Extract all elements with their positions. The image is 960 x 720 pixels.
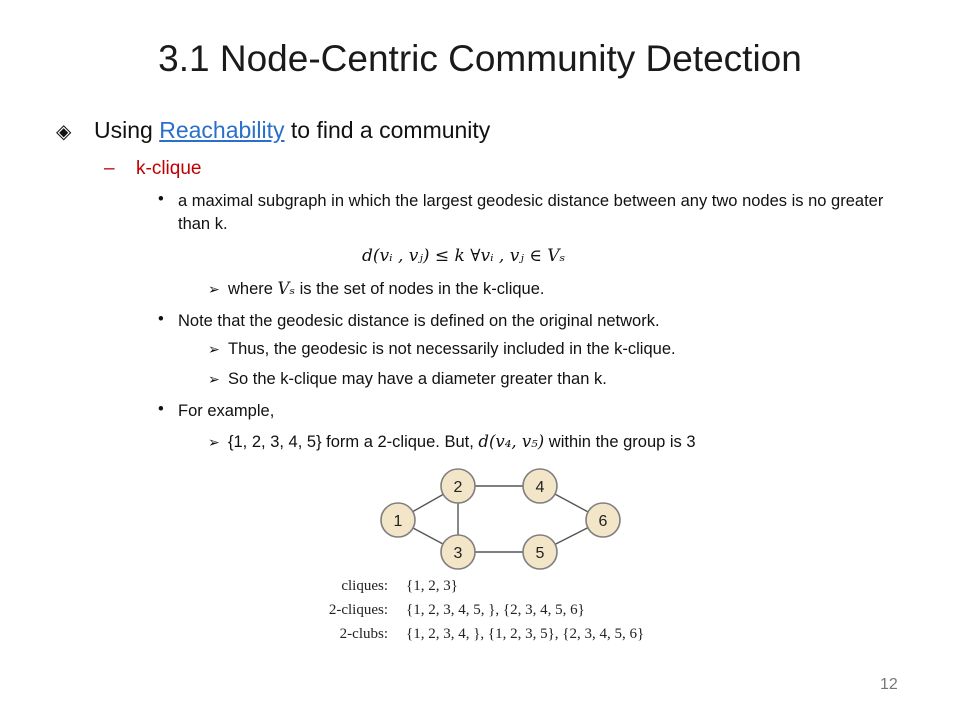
sub-text: where [228, 280, 278, 298]
graph-node-label-6: 6 [599, 513, 608, 530]
diamond-bullet-icon: ◈ [56, 121, 72, 143]
math-vs: Vₛ [277, 279, 296, 298]
graph-node-2 [440, 468, 476, 504]
bullet-dot-icon: • [158, 400, 164, 418]
row-value: {1, 2, 3, 4, }, {1, 2, 3, 5}, {2, 3, 4, … [406, 626, 645, 642]
bullet-text: a maximal subgraph in which the largest … [178, 192, 884, 233]
row-label: cliques: [341, 578, 388, 594]
graph-node-label-4: 4 [536, 479, 545, 496]
row-value: {1, 2, 3, 4, 5, }, {2, 3, 4, 5, 6} [406, 602, 585, 618]
graph-node-label-2: 2 [454, 479, 463, 496]
graph-node-3 [440, 534, 476, 570]
bullet-dot-icon: • [158, 190, 164, 208]
graph-node-label-5: 5 [536, 545, 545, 562]
graph-node-5 [522, 534, 558, 570]
row-value: {1, 2, 3} [406, 578, 458, 594]
sub-text: is the set of nodes in the k-clique. [295, 280, 545, 298]
sub-text: {1, 2, 3, 4, 5} form a 2-clique. But, [228, 433, 479, 451]
graph-node-label-3: 3 [454, 545, 463, 562]
graph-node-4 [522, 468, 558, 504]
level1-suffix: to find a community [284, 117, 491, 143]
sub-text: So the k-clique may have a diameter grea… [228, 370, 607, 388]
level1-prefix: Using [94, 117, 160, 143]
row-label: 2-cliques: [328, 602, 388, 618]
arrow-bullet-icon: ➢ [208, 341, 220, 357]
level2-item: –k-clique [104, 158, 201, 180]
sub-where: ➢ where Vₛ is the set of nodes in the k-c… [208, 279, 545, 299]
bullet-dot-icon: • [158, 310, 164, 328]
table-row: cliques: {1, 2, 3} [300, 574, 644, 598]
slide-title: 3.1 Node-Centric Community Detection [158, 38, 802, 79]
bullet-text: Note that the geodesic distance is defin… [178, 312, 660, 330]
arrow-bullet-icon: ➢ [208, 434, 220, 450]
graph-node-6 [585, 502, 621, 538]
sub-so: ➢ So the k-clique may have a diameter gre… [208, 370, 607, 389]
sub-example: ➢ {1, 2, 3, 4, 5} form a 2-clique. But, d… [208, 432, 696, 452]
sub-text: within the group is 3 [544, 433, 696, 451]
clique-table: cliques: {1, 2, 3} 2-cliques: {1, 2, 3, 4,… [300, 574, 644, 646]
arrow-bullet-icon: ➢ [208, 371, 220, 387]
graph-edges [397, 485, 604, 553]
level2-text: k-clique [136, 158, 202, 179]
table-row: 2-clubs: {1, 2, 3, 4, }, {1, 2, 3, 5}, {2… [300, 622, 645, 646]
dash-bullet: – [104, 158, 115, 179]
table-row: 2-cliques: {1, 2, 3, 4, 5, }, {2, 3, 4, 5… [300, 598, 644, 622]
page-number: 12 [880, 676, 898, 693]
network-graph: 1 2 3 4 5 6 [380, 468, 621, 570]
sub-text: Thus, the geodesic is not necessarily in… [228, 340, 676, 358]
reachability-link[interactable]: Reachability [159, 117, 285, 143]
graph-node-label-1: 1 [394, 513, 403, 530]
graph-nodes: 1 2 3 4 5 6 [380, 468, 621, 570]
row-label: 2-clubs: [339, 626, 388, 642]
sub-thus: ➢ Thus, the geodesic is not necessarily i… [208, 340, 676, 359]
arrow-bullet-icon: ➢ [208, 281, 220, 297]
math-d-v4-v5: d(v₄, v₅) [478, 432, 545, 451]
level1-item: ◈ Using Reachability to find a community [56, 117, 490, 144]
formula: d(vᵢ , vⱼ) ≤ k ∀vᵢ , vⱼ ∈ Vₛ [362, 246, 566, 266]
graph-node-1 [380, 502, 416, 538]
bullet-text: For example, [178, 402, 275, 420]
